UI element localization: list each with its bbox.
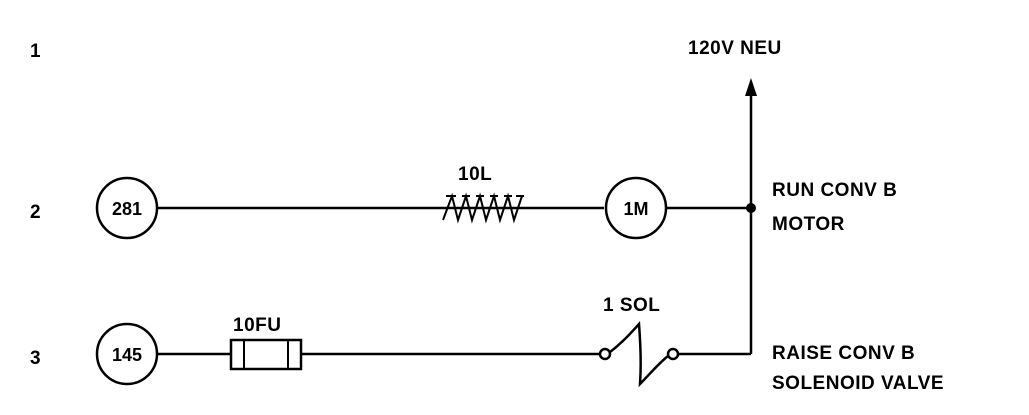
rung-2-description-line2: MOTOR (772, 214, 845, 235)
fuse-10FU (229, 338, 303, 371)
rung-number-1: 1 (30, 41, 41, 62)
limit-switch-contact-10L (442, 192, 524, 224)
rung-number-3: 3 (30, 348, 41, 369)
rung-2-description-line1: RUN CONV B (772, 180, 897, 201)
wire-number-145: 145 (112, 345, 142, 365)
wire-number-281: 281 (112, 199, 142, 219)
junction-dot (746, 203, 756, 213)
solenoid-1-sol (598, 320, 680, 388)
neutral-supply-label: 120V NEU (688, 38, 782, 59)
rung-2: 281 10L 1M (95, 164, 756, 240)
rung-3: 145 10FU 1 SOL (95, 295, 751, 388)
rung-number-2: 2 (30, 202, 41, 223)
solenoid-label: 1 SOL (603, 295, 660, 316)
motor-coil-1M: 1M (623, 199, 648, 219)
rung-3-description-line1: RAISE CONV B (772, 343, 915, 364)
rung-3-description-line2: SOLENOID VALVE (772, 373, 944, 394)
neutral-rail (745, 78, 757, 354)
fuse-label-10FU: 10FU (233, 315, 281, 336)
contact-label-10L: 10L (458, 164, 492, 185)
